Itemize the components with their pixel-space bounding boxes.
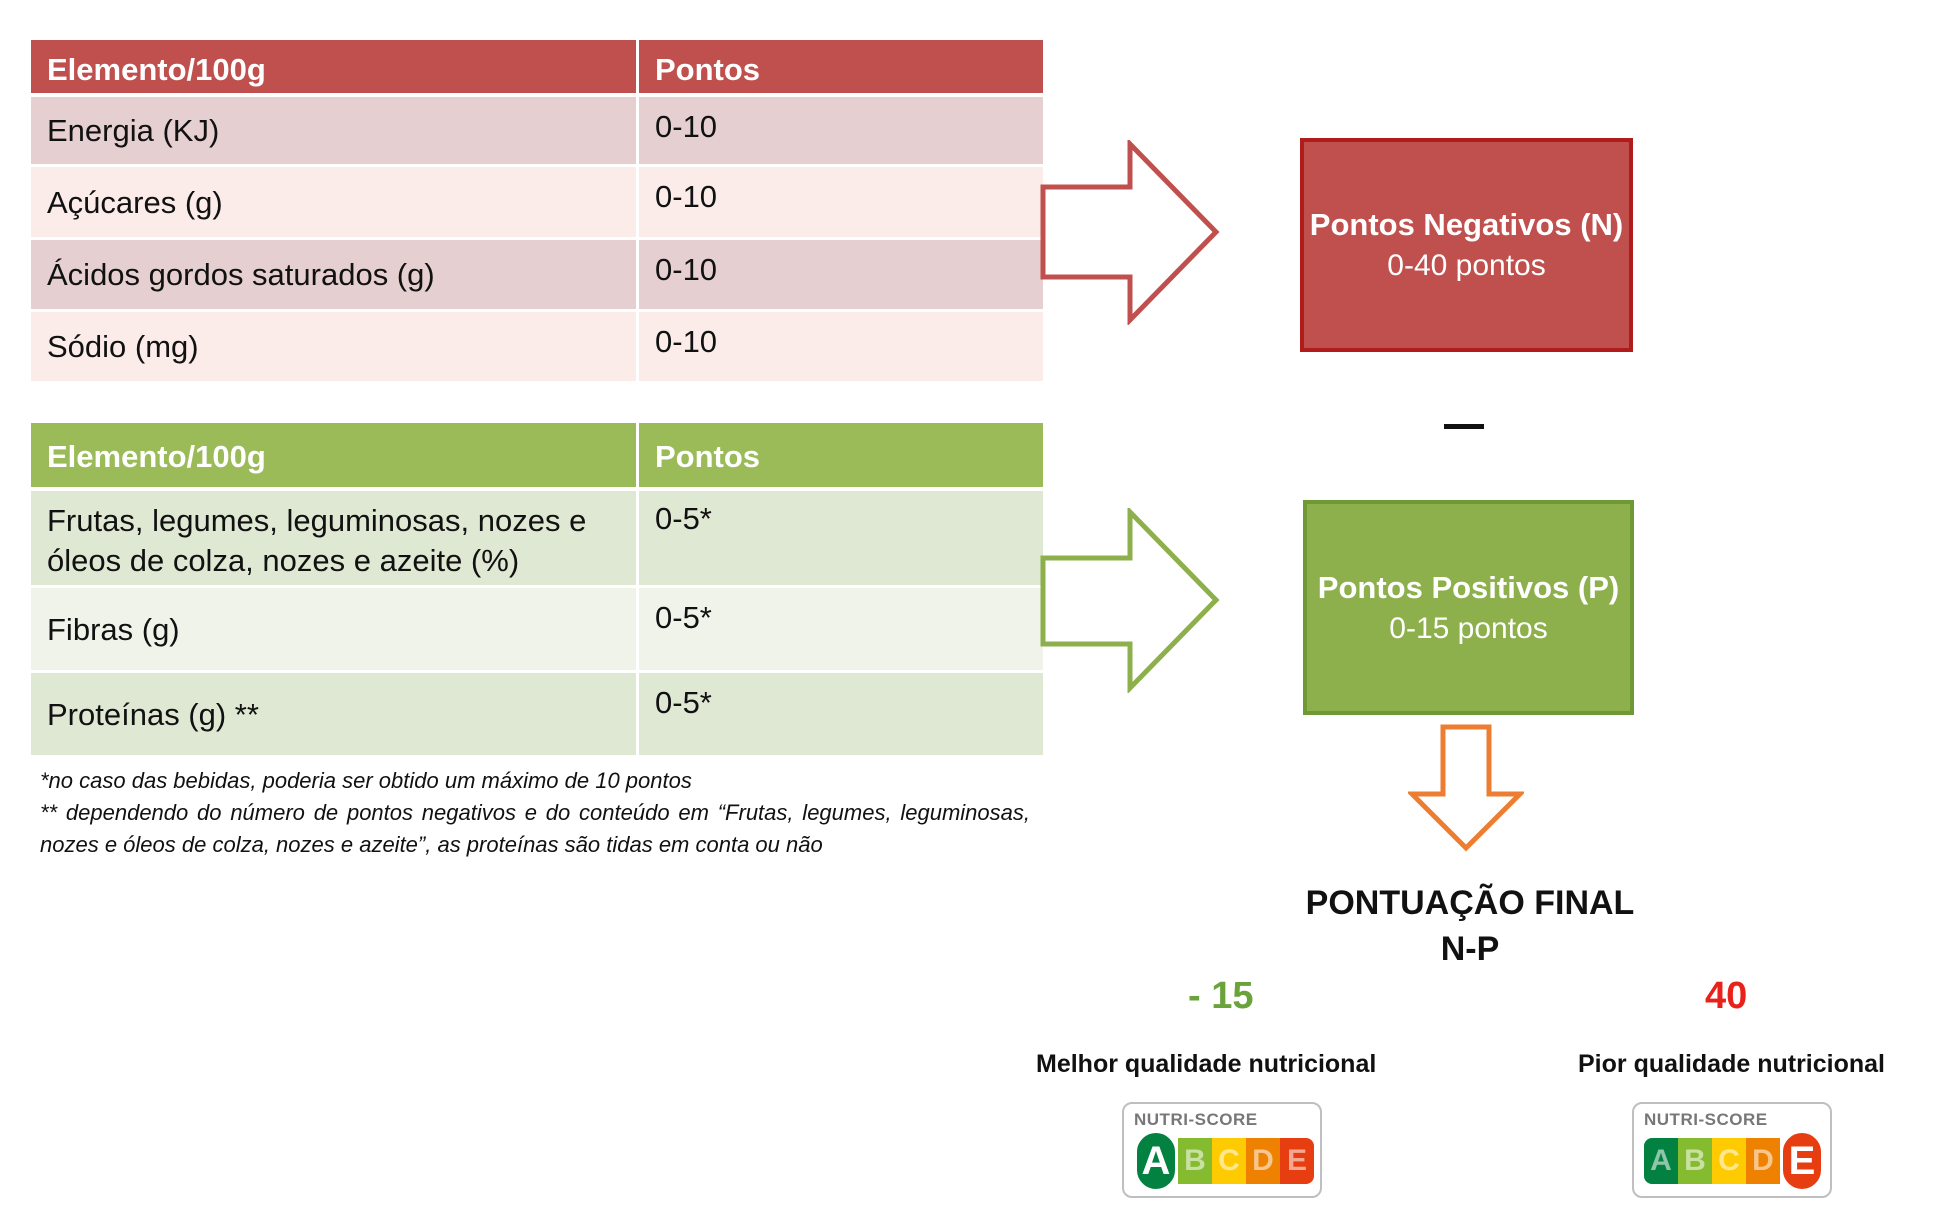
row-points: 0-5* [655, 600, 712, 635]
arrow-down-icon [1408, 724, 1524, 852]
negative-box-range: 0-40 pontos [1387, 249, 1546, 282]
worst-quality-label: Pior qualidade nutricional [1578, 1050, 1885, 1078]
positive-box-range: 0-15 pontos [1389, 611, 1548, 645]
table-header: Elemento/100g Pontos [31, 40, 1043, 97]
row-points: 0-5* [655, 685, 712, 720]
table-row: Fibras (g) 0-5* [31, 588, 1043, 673]
row-element: Sódio (mg) [31, 312, 639, 381]
row-points: 0-5* [655, 501, 712, 536]
row-element: Açúcares (g) [31, 167, 639, 237]
row-points: 0-10 [655, 252, 718, 287]
row-element: Frutas, legumes, leguminosas, nozes e ól… [31, 491, 639, 585]
positive-points-table: Elemento/100g Pontos Frutas, legumes, le… [31, 423, 1043, 755]
negative-points-box: Pontos Negativos (N) 0-40 pontos [1300, 138, 1633, 352]
nutriscore-letter-d: D [1246, 1138, 1280, 1184]
nutriscore-letter-a: A [1134, 1130, 1178, 1192]
best-quality-label: Melhor qualidade nutricional [1036, 1050, 1377, 1078]
nutriscore-letter-c: C [1712, 1138, 1746, 1184]
nutriscore-letter-a: A [1644, 1138, 1678, 1184]
final-formula: N-P [1440, 930, 1500, 968]
negative-box-title: Pontos Negativos (N) [1309, 207, 1624, 242]
row-points: 0-10 [655, 109, 718, 144]
nutriscore-letter-b: B [1178, 1138, 1212, 1184]
table-row: Ácidos gordos saturados (g) 0-10 [31, 240, 1043, 312]
row-points: 0-10 [655, 179, 718, 214]
nutriscore-letter-c: C [1212, 1138, 1246, 1184]
row-element: Energia (KJ) [31, 97, 639, 164]
row-element: Fibras (g) [31, 588, 639, 670]
nutriscore-letter-e: E [1280, 1138, 1314, 1184]
nutriscore-letter-d: D [1746, 1138, 1780, 1184]
footnote-beverages: *no caso das bebidas, poderia ser obtido… [40, 768, 692, 793]
footnote-proteins: ** dependendo do número de pontos negati… [40, 800, 1030, 857]
nutriscore-letter-e: E [1780, 1130, 1824, 1192]
table-row: Proteínas (g) ** 0-5* [31, 673, 1043, 755]
table-row: Sódio (mg) 0-10 [31, 312, 1043, 381]
table-row: Energia (KJ) 0-10 [31, 97, 1043, 167]
nutriscore-label: NUTRI-SCORE [1134, 1110, 1258, 1129]
table-row: Açúcares (g) 0-10 [31, 167, 1043, 240]
table-header: Elemento/100g Pontos [31, 423, 1043, 491]
header-points: Pontos [655, 52, 761, 87]
header-element: Elemento/100g [31, 423, 639, 487]
table-row: Frutas, legumes, leguminosas, nozes e ól… [31, 491, 1043, 588]
arrow-negative-icon [1040, 140, 1220, 325]
negative-points-table: Elemento/100g Pontos Energia (KJ) 0-10 A… [31, 40, 1043, 381]
header-points: Pontos [655, 439, 761, 474]
row-element: Ácidos gordos saturados (g) [31, 240, 639, 309]
positive-box-title: Pontos Positivos (P) [1317, 569, 1620, 605]
positive-points-box: Pontos Positivos (P) 0-15 pontos [1303, 500, 1634, 715]
footnotes: *no caso das bebidas, poderia ser obtido… [40, 765, 1030, 861]
nutriscore-label: NUTRI-SCORE [1644, 1110, 1768, 1129]
final-title: PONTUAÇÃO FINAL [1305, 884, 1635, 922]
best-score: - 15 [1188, 975, 1254, 1017]
header-element: Elemento/100g [31, 40, 639, 93]
row-points: 0-10 [655, 324, 718, 359]
arrow-positive-icon [1040, 508, 1220, 693]
final-score-heading: PONTUAÇÃO FINAL N-P [1240, 880, 1700, 972]
nutriscore-letter-b: B [1678, 1138, 1712, 1184]
minus-sign [1444, 424, 1484, 429]
worst-score: 40 [1705, 975, 1748, 1017]
row-element: Proteínas (g) ** [31, 673, 639, 755]
